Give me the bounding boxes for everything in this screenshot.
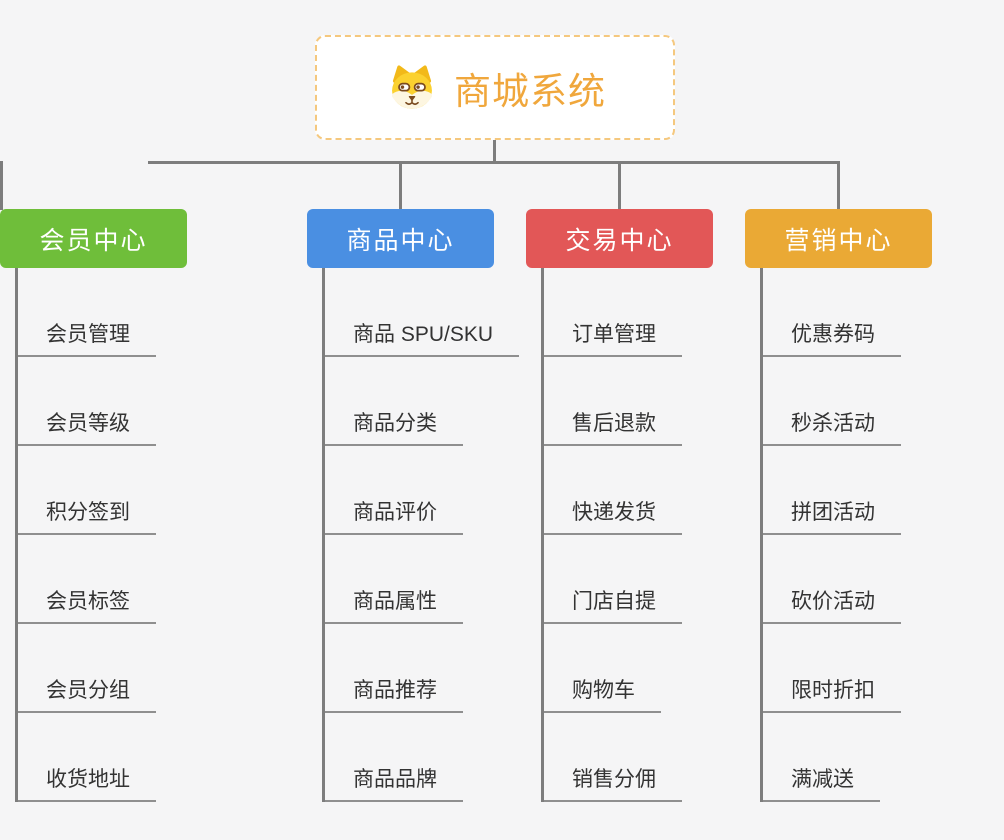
branch-children-trunk: 商品 SPU/SKU 商品分类 商品评价 商品属性 商品推荐 商品品牌	[322, 268, 520, 802]
child-node[interactable]: 门店自提	[544, 585, 682, 624]
branch-label: 会员中心	[39, 226, 148, 255]
branch-group: 商品中心 商品 SPU/SKU 商品分类 商品评价 商品属性 商品推荐 商品品牌	[307, 209, 520, 802]
child-node[interactable]: 积分签到	[18, 496, 156, 535]
child-node[interactable]: 满减送	[763, 763, 880, 802]
child-node[interactable]: 售后退款	[544, 407, 682, 446]
child-slot: 门店自提	[544, 535, 726, 624]
child-node[interactable]: 订单管理	[544, 318, 682, 357]
child-node[interactable]: 商品 SPU/SKU	[325, 318, 520, 357]
root-node[interactable]: 商城系统	[315, 35, 675, 140]
child-node[interactable]: 砍价活动	[763, 585, 901, 624]
branch-group: 交易中心 订单管理 售后退款 快递发货 门店自提 购物车 销售分佣	[526, 209, 726, 802]
branch-label: 营销中心	[784, 226, 893, 255]
child-node[interactable]: 秒杀活动	[763, 407, 901, 446]
child-slot: 商品品牌	[325, 713, 507, 802]
child-slot: 订单管理	[544, 268, 726, 357]
child-node[interactable]: 购物车	[544, 674, 661, 713]
connector-drop-branch-2	[618, 161, 621, 210]
connector-drop-branch-4	[0, 161, 3, 210]
child-node[interactable]: 拼团活动	[763, 496, 901, 535]
child-slot: 优惠券码	[763, 268, 945, 357]
branch-label: 商品中心	[346, 226, 455, 255]
child-node[interactable]: 会员管理	[18, 318, 156, 357]
child-slot: 砍价活动	[763, 535, 945, 624]
child-node[interactable]: 会员分组	[18, 674, 156, 713]
connector-drop-branch-1	[399, 161, 402, 210]
child-node[interactable]: 商品推荐	[325, 674, 463, 713]
child-slot: 会员等级	[18, 357, 200, 446]
branch-header-3[interactable]: 营销中心	[745, 209, 932, 268]
child-node[interactable]: 会员标签	[18, 585, 156, 624]
child-node[interactable]: 销售分佣	[544, 763, 682, 802]
branch-header-1[interactable]: 商品中心	[307, 209, 494, 268]
child-slot: 销售分佣	[544, 713, 726, 802]
child-slot: 商品 SPU/SKU	[325, 268, 520, 357]
root-title: 商城系统	[454, 70, 606, 112]
branch-children-trunk: 会员管理 会员等级 积分签到 会员标签 会员分组 收货地址	[15, 268, 200, 802]
child-slot: 商品评价	[325, 446, 507, 535]
branch-label: 交易中心	[565, 226, 674, 255]
branch-children-trunk: 优惠券码 秒杀活动 拼团活动 砍价活动 限时折扣 满减送	[760, 268, 945, 802]
connector-drop-branch-3	[837, 161, 840, 210]
child-slot: 收货地址	[18, 713, 200, 802]
child-node[interactable]: 限时折扣	[763, 674, 901, 713]
child-node[interactable]: 会员等级	[18, 407, 156, 446]
child-node[interactable]: 商品分类	[325, 407, 463, 446]
child-slot: 购物车	[544, 624, 726, 713]
child-node[interactable]: 优惠券码	[763, 318, 901, 357]
connector-root-down	[493, 140, 496, 164]
child-node[interactable]: 快递发货	[544, 496, 682, 535]
child-node[interactable]: 商品评价	[325, 496, 463, 535]
branch-group: 会员中心 会员管理 会员等级 积分签到 会员标签 会员分组 收货地址	[0, 209, 200, 802]
child-slot: 积分签到	[18, 446, 200, 535]
child-slot: 商品分类	[325, 357, 507, 446]
connector-horizontal-bus	[148, 161, 840, 164]
child-slot: 售后退款	[544, 357, 726, 446]
child-slot: 快递发货	[544, 446, 726, 535]
child-node[interactable]: 商品属性	[325, 585, 463, 624]
child-slot: 限时折扣	[763, 624, 945, 713]
branch-children-trunk: 订单管理 售后退款 快递发货 门店自提 购物车 销售分佣	[541, 268, 726, 802]
shiba-dog-icon	[384, 62, 440, 114]
child-slot: 会员标签	[18, 535, 200, 624]
child-slot: 商品属性	[325, 535, 507, 624]
child-slot: 拼团活动	[763, 446, 945, 535]
child-node[interactable]: 商品品牌	[325, 763, 463, 802]
child-slot: 会员分组	[18, 624, 200, 713]
child-slot: 会员管理	[18, 268, 200, 357]
branch-group: 营销中心 优惠券码 秒杀活动 拼团活动 砍价活动 限时折扣 满减送	[745, 209, 945, 802]
child-slot: 秒杀活动	[763, 357, 945, 446]
branch-header-2[interactable]: 交易中心	[526, 209, 713, 268]
child-slot: 满减送	[763, 713, 945, 802]
branch-header-4[interactable]: 会员中心	[0, 209, 187, 268]
child-node[interactable]: 收货地址	[18, 763, 156, 802]
child-slot: 商品推荐	[325, 624, 507, 713]
